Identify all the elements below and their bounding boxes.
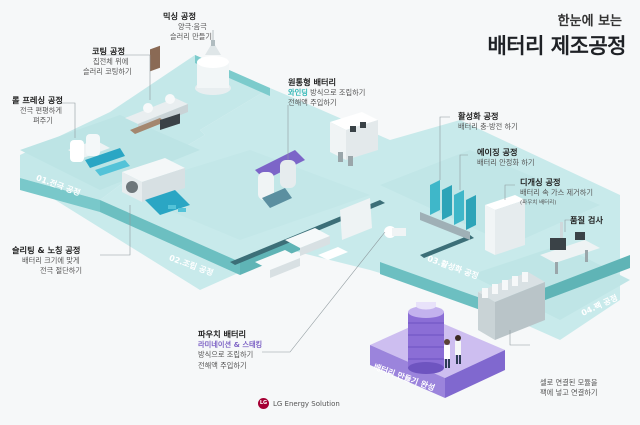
inspection-title: 품질 검사: [570, 215, 603, 225]
cylindrical-machine: [330, 112, 378, 166]
coating-machine: [125, 45, 188, 134]
formation-title: 활성화 공정: [458, 111, 499, 121]
platform-pack-block: [470, 245, 630, 320]
platform-side-front: [100, 200, 240, 275]
degassing-desc2: (파우치 배터리): [520, 200, 557, 206]
formation-desc: 배터리 충·방전 하기: [458, 122, 518, 131]
roll-press-desc1: 전극 편평하게: [20, 106, 62, 115]
logo-text: LG Energy Solution: [273, 399, 340, 408]
roll-press-title: 롤 프레싱 공정: [12, 95, 63, 105]
lg-logo-icon: LG: [258, 398, 269, 409]
page-title: 배터리 제조공정: [487, 34, 626, 58]
mixing-desc2: 슬러리 만들기: [170, 32, 212, 41]
pouch-desc-highlight: 라미네이션 & 스태킹: [198, 340, 263, 349]
platform-side-front3: [380, 262, 500, 317]
lg-energy-solution-logo: LG LG Energy Solution: [258, 398, 340, 409]
slitting-desc1: 배터리 크기에 맞게: [22, 256, 80, 265]
pouch-assembly-stations: [255, 198, 406, 278]
platform-side-left: [20, 178, 100, 212]
roll-press-machine: [68, 134, 130, 176]
formation-racks: [420, 180, 476, 240]
slitting-machine: [122, 113, 190, 215]
pouch-title: 파우치 배터리: [198, 329, 247, 339]
inspection-desk: [540, 222, 600, 274]
cylindrical-title: 원통형 배터리: [288, 77, 337, 87]
cylindrical-desc1: 와인딩 방식으로 조립하기: [288, 88, 365, 98]
pouch-desc2: 전해액 주입하기: [198, 361, 247, 370]
platform-finished-side-right: [445, 350, 505, 398]
pouch-desc1: 방식으로 조립하기: [198, 350, 254, 359]
cylindrical-desc-text: 방식으로 조립하기: [307, 88, 366, 97]
pack-modules: [478, 272, 545, 340]
slitting-title: 슬리팅 & 노칭 공정: [12, 245, 81, 255]
degassing-machine: [485, 195, 525, 255]
stage-divider-2: [420, 235, 474, 258]
mixing-title: 믹싱 공정: [163, 11, 196, 21]
leader-lines: [60, 30, 580, 353]
degassing-desc1: 배터리 속 가스 제거하기: [520, 188, 593, 197]
degassing-title: 디개싱 공정: [520, 177, 561, 187]
aging-title: 에이징 공정: [477, 147, 518, 157]
roll-press-desc2: 펴주기: [33, 116, 53, 125]
coating-desc2: 슬러리 코팅하기: [83, 67, 132, 76]
mixing-machine: [195, 40, 231, 95]
finished-battery: [408, 302, 444, 374]
aging-desc: 배터리 안정화 하기: [477, 158, 535, 167]
platform-finished-side-left: [370, 345, 445, 398]
slitting-desc2: 전극 절단하기: [40, 266, 82, 275]
workers: [444, 335, 461, 368]
winding-machine: [255, 150, 305, 208]
cylindrical-desc2: 전해액 주입하기: [288, 98, 337, 107]
pack-desc2: 팩에 넣고 연결하기: [540, 388, 598, 397]
coating-desc1: 집전체 위에: [93, 57, 129, 66]
cylindrical-desc-highlight: 와인딩: [288, 88, 308, 97]
mixing-desc1: 양극·음극: [178, 22, 207, 31]
title-line1: 한눈에 보는: [557, 14, 622, 29]
pack-desc1: 셀로 연결된 모듈을: [540, 378, 598, 387]
platform-activation-block: [380, 150, 600, 245]
coating-title: 코팅 공정: [92, 46, 125, 56]
